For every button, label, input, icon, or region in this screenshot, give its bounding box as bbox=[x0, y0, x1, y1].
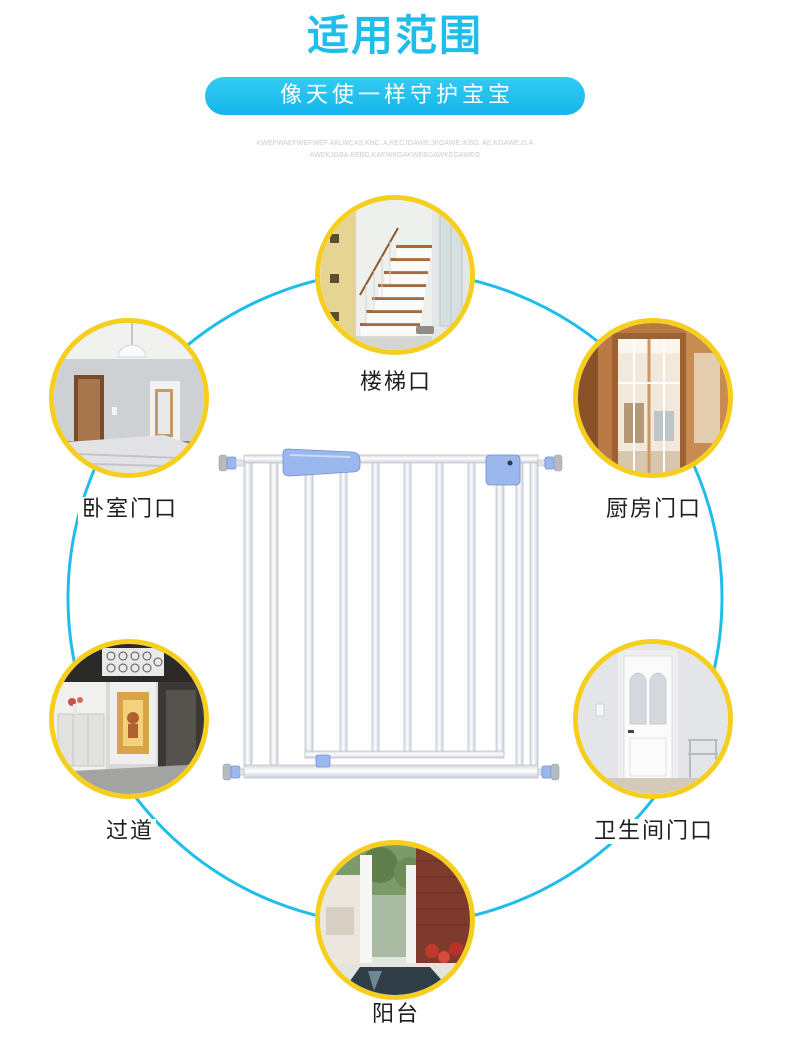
light-switch bbox=[595, 703, 605, 717]
pendant-lamp bbox=[117, 323, 147, 358]
pressure-bolt-right-top bbox=[537, 454, 563, 472]
gate-hinge bbox=[485, 454, 521, 486]
door-left-stile bbox=[304, 465, 314, 759]
gate-door bbox=[304, 462, 505, 759]
white-pillar bbox=[406, 865, 416, 965]
door-right-stile bbox=[495, 465, 505, 759]
fine-print-line: KWEFWAEFWEFWEF AKLWCAS.KBC. A.KECJGAWE.J… bbox=[256, 140, 534, 147]
door-bar bbox=[467, 462, 476, 753]
bathroom-photo bbox=[573, 639, 733, 799]
bathroom-scene-image bbox=[578, 644, 728, 794]
subtitle-text: 像天使一样守护宝宝 bbox=[279, 83, 514, 108]
scene-label-text: 过道 bbox=[101, 819, 156, 844]
gate-handle bbox=[282, 448, 361, 477]
door-bar bbox=[339, 462, 348, 753]
pressure-bolt-left-top bbox=[218, 454, 245, 472]
outer-right-post bbox=[529, 455, 539, 779]
kitchen-photo bbox=[573, 318, 733, 478]
floor-cushion bbox=[416, 326, 434, 334]
staircase bbox=[359, 245, 433, 337]
glass-sliding-door bbox=[612, 333, 686, 473]
scene-label-text: 卫生间门口 bbox=[589, 819, 716, 844]
bottom-rail bbox=[243, 764, 539, 779]
kitchen-scene-image bbox=[578, 323, 728, 473]
scene-label: 楼梯口 bbox=[305, 369, 485, 397]
outer-left-post bbox=[243, 455, 253, 779]
bedroom-scene-image bbox=[54, 323, 204, 473]
subtitle-banner: 像天使一样守护宝宝 bbox=[205, 77, 585, 115]
floor-edge bbox=[320, 963, 470, 967]
bedroom-photo bbox=[49, 318, 209, 478]
pressure-bolt-right-bottom bbox=[537, 763, 560, 781]
gate-frame bbox=[243, 454, 539, 779]
wooden-door bbox=[74, 375, 104, 445]
bottom-latch bbox=[315, 754, 331, 768]
fixed-left-post bbox=[269, 462, 279, 766]
scene-label: 阳台 bbox=[305, 1001, 485, 1029]
scene-label-text: 阳台 bbox=[367, 1002, 422, 1027]
flowers bbox=[68, 697, 83, 714]
white-pillar bbox=[360, 855, 372, 965]
wood-panel bbox=[686, 323, 728, 473]
hallway-scene-image bbox=[54, 644, 204, 794]
white-door bbox=[618, 650, 678, 794]
scene-label-text: 厨房门口 bbox=[601, 497, 704, 522]
red-flowers bbox=[425, 942, 463, 963]
glass-floor bbox=[340, 967, 455, 995]
balcony-scene-image bbox=[320, 845, 470, 995]
stairs-photo bbox=[315, 195, 475, 355]
door-bar bbox=[403, 462, 412, 753]
living-room bbox=[320, 875, 360, 965]
door-bar bbox=[371, 462, 380, 753]
fine-print-line: AWEKJGBA.KEBG.KAEWBGAKWEBGAWKEGAWEG bbox=[309, 152, 481, 159]
lit-niche bbox=[110, 682, 156, 764]
hallway-photo bbox=[49, 639, 209, 799]
scene-label: 过道 bbox=[39, 818, 219, 846]
stair-railing bbox=[359, 227, 399, 323]
scene-label: 厨房门口 bbox=[563, 496, 743, 524]
page-title: 适用范围 bbox=[306, 11, 483, 60]
white-cabinets bbox=[54, 682, 106, 772]
towel-rack bbox=[688, 739, 718, 778]
door-bottom-rail bbox=[304, 750, 505, 759]
scene-label-text: 卧室门口 bbox=[77, 497, 180, 522]
light-switch bbox=[112, 407, 117, 415]
floor bbox=[356, 336, 432, 350]
hinge-screw bbox=[507, 460, 513, 466]
baby-safety-gate bbox=[218, 448, 563, 781]
fixed-right-post bbox=[515, 462, 524, 766]
top-rail bbox=[243, 454, 539, 464]
scene-label-text: 楼梯口 bbox=[355, 370, 434, 395]
stairs-scene-image bbox=[320, 200, 470, 350]
scene-label: 卫生间门口 bbox=[563, 818, 743, 846]
scene-label: 卧室门口 bbox=[39, 496, 219, 524]
door-bar bbox=[435, 462, 444, 753]
garden-view bbox=[372, 895, 408, 957]
door-handle bbox=[628, 730, 634, 733]
gate-handle-highlight bbox=[289, 454, 351, 458]
pressure-bolt-left-bottom bbox=[222, 763, 245, 781]
balcony-photo bbox=[315, 840, 475, 1000]
